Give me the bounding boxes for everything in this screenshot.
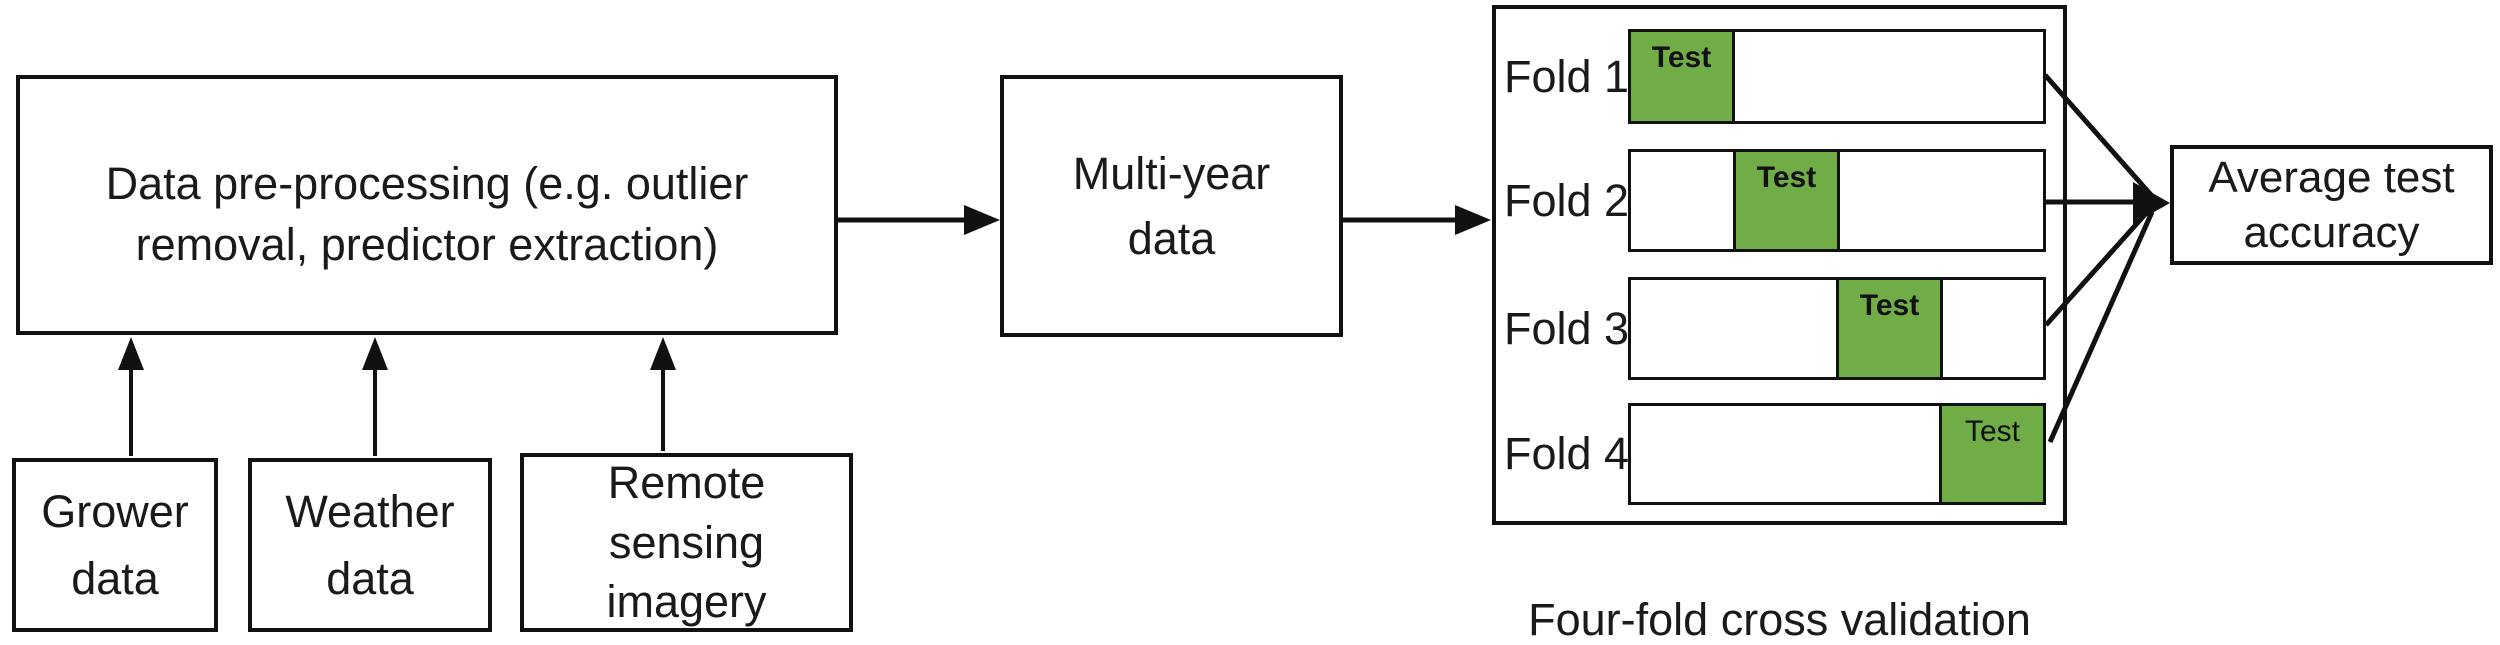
fold-3-test-label: Test [1859, 289, 1920, 322]
multiyear-box-line1: Multi-year [1072, 147, 1271, 199]
average-box-line2: accuracy [2243, 208, 2420, 257]
remote-box-line3: imagery [606, 576, 767, 628]
fold-2-test-label: Test [1756, 161, 1817, 194]
weather-data-box: Weather data [248, 458, 492, 632]
arrow-multiyear-to-cv-panel-head [1455, 205, 1491, 235]
fold-1-test-cell: Test [1628, 29, 1735, 124]
fold-4-test-cell: Test [1939, 403, 2046, 505]
fold-2-label-text: Fold 2 [1504, 174, 1630, 226]
fold-3-bar: Test [1628, 277, 2046, 380]
fold-row-3: Fold 3 Test [1496, 277, 2063, 380]
fold-3-test-cell: Test [1836, 277, 1943, 380]
preprocessing-box-line1: Data pre-processing (e.g. outlier [105, 158, 749, 210]
grower-box-line1: Grower [41, 485, 189, 537]
preprocessing-box-line2: removal, predictor extraction) [135, 219, 719, 270]
fold-1-test-label: Test [1651, 41, 1712, 74]
fold-4-label: Fold 4 [1504, 403, 1630, 505]
fold-3-label-text: Fold 3 [1504, 302, 1630, 354]
arrow-preprocessing-to-multiyear-head [964, 205, 1000, 235]
fold-row-2: Fold 2 Test [1496, 149, 2063, 252]
remote-box-line2: sensing [608, 516, 765, 568]
fold-2-test-cell: Test [1733, 149, 1840, 252]
arrowhead-average [2133, 182, 2170, 224]
fold-1-label: Fold 1 [1504, 29, 1630, 124]
fold-row-1: Fold 1 Test [1496, 29, 2063, 124]
arrow-remote-to-preprocessing-head [650, 337, 676, 370]
grower-data-box: Grower data [12, 458, 218, 632]
fold-row-4: Fold 4 Test [1496, 403, 2063, 505]
fold-3-label: Fold 3 [1504, 277, 1630, 380]
average-box-line1: Average test [2208, 153, 2455, 202]
weather-box-line2: data [326, 553, 414, 604]
grower-box-line2: data [71, 553, 159, 604]
arrow-weather-to-preprocessing-head [362, 337, 388, 370]
multiyear-box-line2: data [1127, 213, 1216, 264]
arrow-grower-to-preprocessing-head [118, 337, 144, 370]
preprocessing-box: Data pre-processing (e.g. outlier remova… [16, 75, 838, 335]
fold-4-bar: Test [1628, 403, 2046, 505]
weather-box-line1: Weather [285, 485, 455, 537]
fold-1-label-text: Fold 1 [1504, 50, 1630, 102]
remote-box-line1: Remote [607, 457, 766, 509]
fold-1-bar: Test [1628, 29, 2046, 124]
fold-2-bar: Test [1628, 149, 2046, 252]
fold-4-test-label: Test [1964, 415, 2021, 448]
multiyear-data-box: Multi-year data [1000, 75, 1343, 337]
average-test-accuracy-box: Average test accuracy [2170, 145, 2493, 265]
fold-2-label: Fold 2 [1504, 149, 1630, 252]
remote-sensing-imagery-box: Remote sensing imagery [520, 453, 853, 632]
cross-validation-caption: Four-fold cross validation [1528, 594, 2031, 645]
fold-4-label-text: Fold 4 [1504, 428, 1630, 479]
cross-validation-panel: Fold 1 Test Fold 2 Test Fold 3 [1492, 5, 2067, 525]
